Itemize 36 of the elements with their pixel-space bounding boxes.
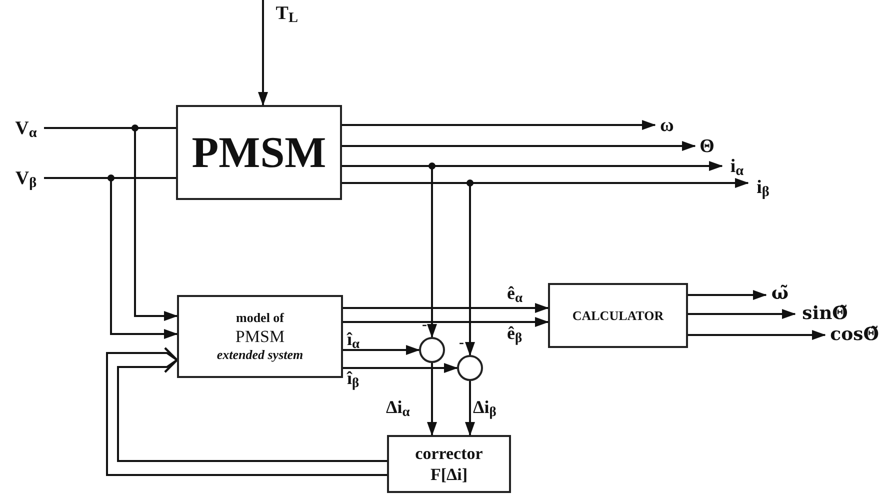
signal-arrow <box>688 330 826 340</box>
signal-arrow <box>688 309 796 319</box>
signal-arrow <box>465 381 475 436</box>
signal-label: ω <box>655 113 679 137</box>
box-text: F[Δi] <box>430 464 468 486</box>
edge-label: Δi$_{α}$ <box>386 398 410 416</box>
signal-label: ω̃ <box>766 280 794 308</box>
sign-label: - <box>422 318 427 333</box>
signal-arrow <box>342 120 656 130</box>
box-text: PMSM <box>235 326 285 348</box>
signal-arrow <box>343 363 458 373</box>
signal-label: T$_{L}$ <box>250 0 302 26</box>
signal-arrow <box>343 317 549 327</box>
box-text: model of <box>236 310 284 326</box>
signal-label: V$_{β}$ <box>8 164 44 192</box>
signal-arrow <box>342 141 696 151</box>
summing-junction <box>419 337 445 363</box>
signal-arrow <box>343 345 420 355</box>
box-text: extended system <box>216 347 304 364</box>
process-box <box>176 105 342 200</box>
process-box <box>177 295 343 378</box>
summing-junction <box>457 355 483 381</box>
edge-label: î$_{α}$ <box>347 330 360 348</box>
signal-arrow <box>343 303 549 313</box>
signal-label: V$_{α}$ <box>8 114 44 142</box>
edge-label: ê$_{α}$ <box>507 284 523 302</box>
box-text: corrector <box>415 442 483 464</box>
signal-arrow <box>258 0 268 106</box>
process-box <box>548 283 688 348</box>
box-title: CALCULATOR <box>572 306 664 325</box>
signal-label: Θ <box>695 134 719 158</box>
signal-arrow <box>427 363 437 436</box>
sign-label: - <box>459 336 464 351</box>
box-title: PMSM <box>192 130 326 174</box>
signal-arrow <box>688 290 767 300</box>
process-box <box>387 435 511 493</box>
